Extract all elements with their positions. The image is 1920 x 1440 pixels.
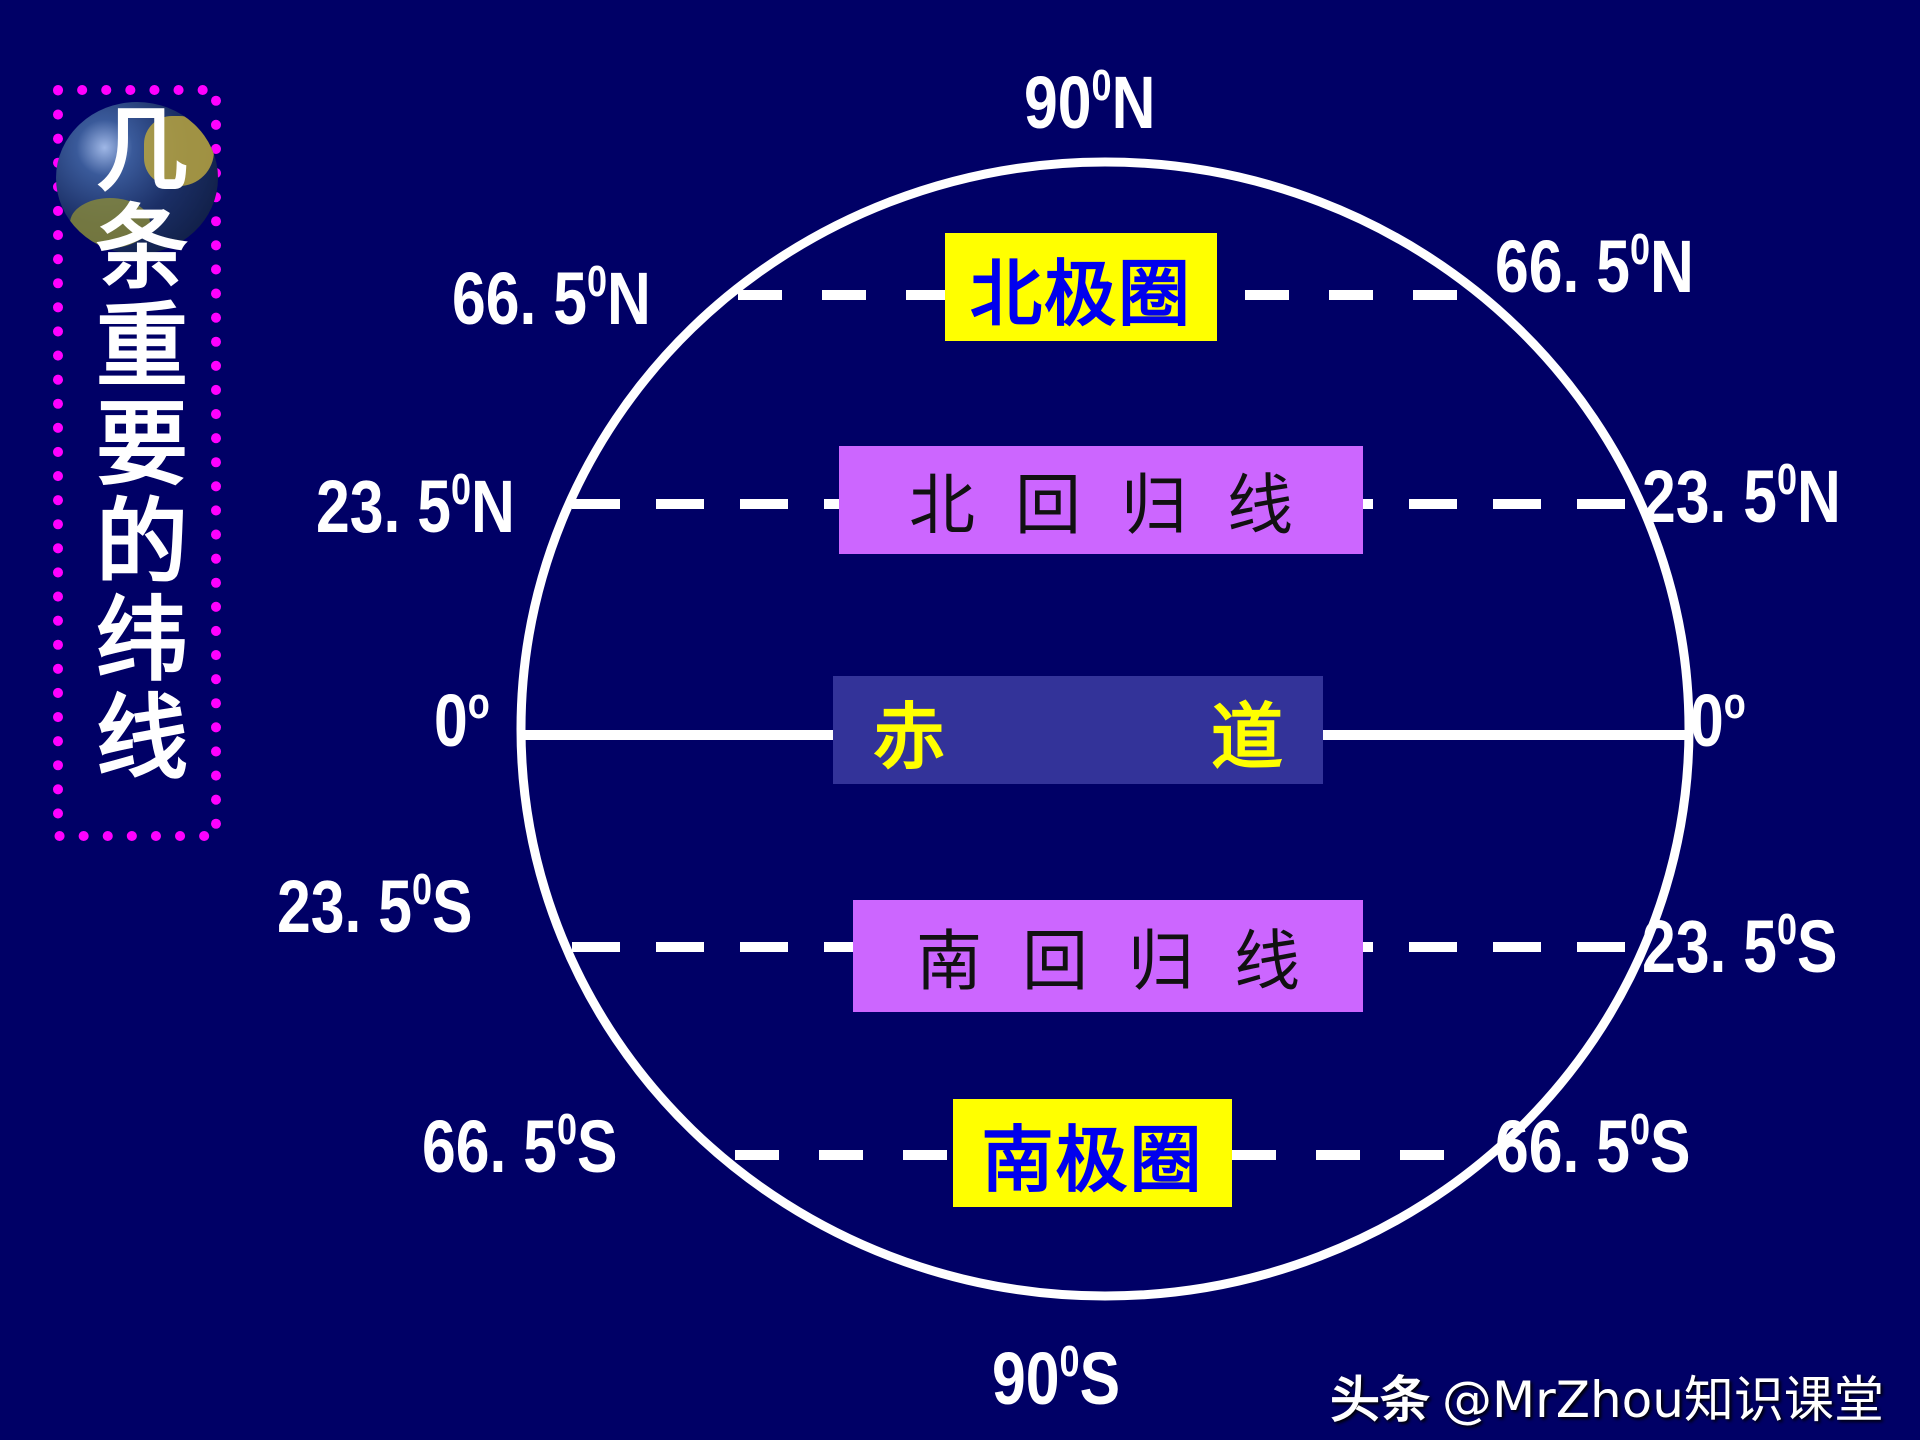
equator-label-left: 0o [434, 679, 490, 762]
equator-name-right: 道 [1210, 694, 1283, 779]
title-box [52, 84, 222, 842]
arctic-label-left: 66. 50N [452, 257, 651, 340]
tropic-cancer-label-left: 23. 50N [316, 465, 515, 548]
arctic-label-right: 66. 50N [1495, 225, 1694, 308]
south-pole-label: 900S [992, 1337, 1121, 1420]
antarctic-circle-name: 南极圈 [953, 1099, 1232, 1207]
watermark: 头条@MrZhou知识课堂 [1330, 1371, 1884, 1429]
earth-outline [516, 157, 1694, 1301]
equator-name: 赤 道 [833, 676, 1323, 784]
equator-label-right: 0o [1690, 679, 1746, 762]
globe-icon [56, 102, 218, 254]
tropic-cancer-name: 北回归线 [839, 446, 1363, 554]
arctic-circle-name: 北极圈 [945, 233, 1217, 341]
north-pole-label: 900N [1024, 61, 1156, 144]
tropic-capricorn-label-left: 23. 50S [277, 865, 473, 948]
antarctic-label-right: 66. 50S [1495, 1105, 1691, 1188]
antarctic-label-left: 66. 50S [422, 1105, 618, 1188]
equator-name-left: 赤 [873, 694, 946, 779]
tropic-cancer-label-right: 23. 50N [1642, 455, 1841, 538]
tropic-capricorn-name: 南回归线 [853, 900, 1363, 1012]
page-title: 几 条 重 要 的 纬 线 [95, 97, 188, 792]
dotted-border [53, 85, 221, 841]
tropic-capricorn-label-right: 23. 50S [1642, 905, 1838, 988]
